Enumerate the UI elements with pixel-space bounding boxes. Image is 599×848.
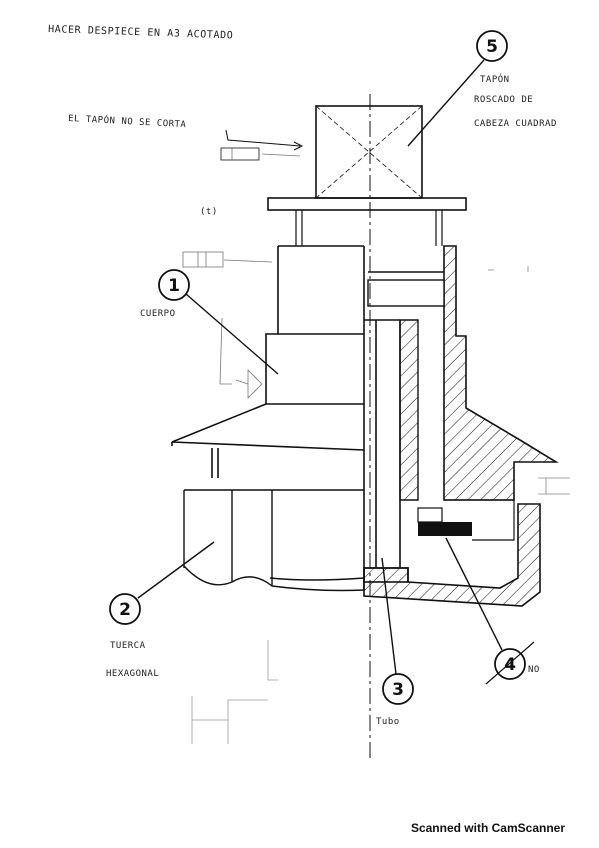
note-plug-not-cut: EL TAPÓN NO SE CORTA — [68, 112, 187, 130]
drawing-instruction: HACER DESPIECE EN A3 ACOTADO — [48, 24, 234, 41]
bottom-sketch — [191, 640, 278, 744]
svg-text:3: 3 — [392, 680, 404, 700]
hex-nut-outside — [183, 489, 365, 592]
plug-flange — [267, 197, 467, 211]
plug-square-head — [315, 105, 423, 199]
body-inner-bore — [367, 279, 445, 307]
label-part-3: Tubo — [376, 717, 400, 727]
svg-text:4: 4 — [504, 655, 516, 675]
stray-mark: (t) — [200, 207, 218, 217]
label-part-2-line1: TUERCA — [110, 641, 146, 651]
label-part-4-suffix: NO — [528, 665, 540, 675]
section-arrow-mark — [220, 129, 304, 161]
svg-text:5: 5 — [486, 37, 498, 57]
seal-upper-ring — [417, 507, 443, 523]
balloon-part-1: 1 — [158, 269, 279, 375]
svg-text:1: 1 — [168, 276, 180, 296]
svg-text:2: 2 — [119, 600, 131, 620]
balloon-part-3: 3 — [381, 557, 414, 705]
balloon-part-2: 2 — [109, 541, 215, 625]
label-part-5-line3: CABEZA CUADRAD — [474, 119, 557, 129]
seal-ring — [418, 522, 472, 536]
label-part-5-line1: TAPÓN — [480, 73, 510, 85]
scanner-watermark: Scanned with CamScanner — [410, 821, 565, 835]
nut-section-hatched — [363, 503, 541, 607]
balloon-part-4: 4 — [445, 537, 535, 685]
balloon-part-5: 5 — [407, 30, 508, 147]
label-part-5-line2: ROSCADO DE — [474, 95, 533, 105]
body-section-hatched — [443, 245, 559, 501]
body-flange — [171, 403, 365, 478]
plug-shank — [295, 210, 443, 246]
right-sketch-marks — [488, 266, 570, 495]
nut-inner-thread — [444, 499, 515, 541]
body-outer-profile — [265, 245, 365, 590]
profile-sketch — [182, 251, 273, 399]
label-part-1: CUERPO — [140, 309, 176, 319]
body-bore-wall — [399, 319, 419, 501]
label-part-2-line2: HEXAGONAL — [106, 669, 159, 679]
